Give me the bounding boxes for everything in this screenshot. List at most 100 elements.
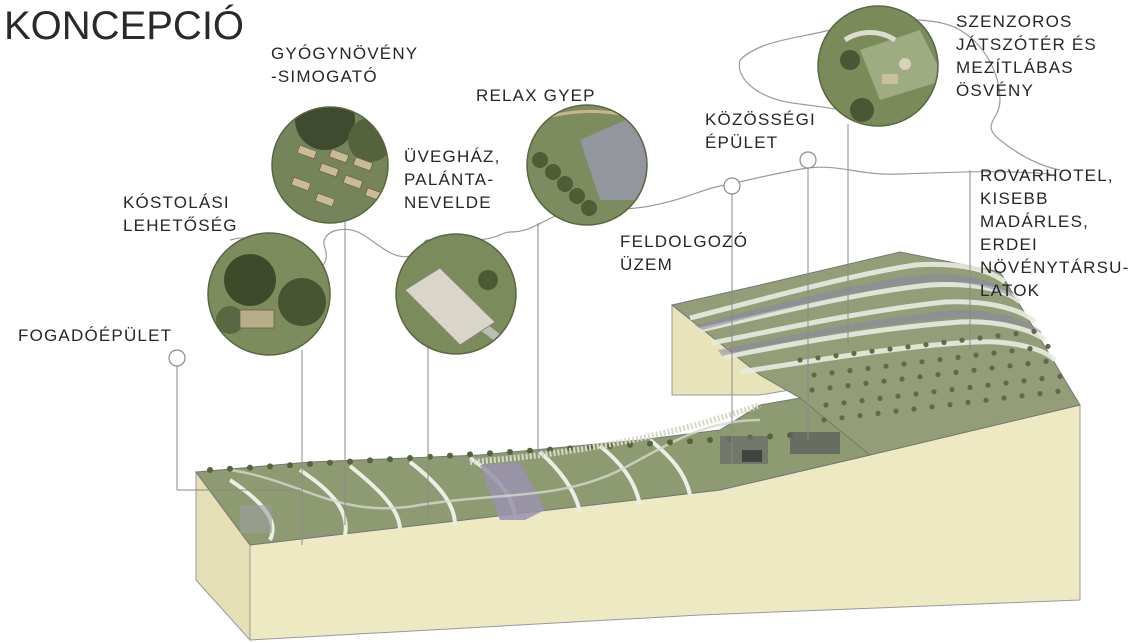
orchard-tree: [869, 349, 874, 354]
orchard-tree: [1003, 380, 1008, 385]
orchard-tree: [851, 351, 856, 356]
orchard-tree: [881, 379, 886, 384]
orchard-tree: [895, 394, 900, 399]
orchard-tree: [1001, 395, 1006, 400]
orchard-tree: [1019, 393, 1024, 398]
orchard-tree: [863, 381, 868, 386]
hedge-shrub: [407, 455, 413, 461]
orchard-tree: [859, 398, 864, 403]
orchard-tree: [1007, 363, 1012, 368]
hedge-shrub: [367, 457, 373, 463]
orchard-tree: [1037, 391, 1042, 396]
orchard-tree: [839, 415, 844, 420]
orchard-tree: [833, 353, 838, 358]
hedge-shrub: [687, 438, 693, 444]
orchard-tree: [935, 372, 940, 377]
orchard-tree: [821, 417, 826, 422]
orchard-tree: [827, 385, 832, 390]
orchard-tree: [797, 357, 802, 362]
label-rovarhotel: ROVARHOTEL, KISEBB MADÁRLES, ERDEI NÖVÉN…: [980, 164, 1129, 302]
orchard-tree: [823, 402, 828, 407]
orchard-tree: [1045, 344, 1050, 349]
orchard-tree: [1039, 376, 1044, 381]
hedge-shrub: [507, 449, 513, 455]
label-uveghaz: ÜVEGHÁZ, PALÁNTA- NEVELDE: [404, 145, 501, 214]
orchard-tree: [965, 400, 970, 405]
page-title: KONCEPCIÓ: [4, 4, 244, 49]
hedge-shrub: [447, 453, 453, 459]
orchard-tree: [977, 335, 982, 340]
orchard-tree: [1021, 378, 1026, 383]
orchard-tree: [1057, 374, 1062, 379]
hedge-shrub: [227, 466, 233, 472]
hedge-shrub: [207, 467, 213, 473]
terrain-block: [196, 252, 1080, 640]
hedge-shrub: [487, 450, 493, 456]
orchard-tree: [829, 370, 834, 375]
orchard-tree: [929, 404, 934, 409]
orchard-tree: [989, 365, 994, 370]
orchard-tree: [911, 406, 916, 411]
orchard-tree: [847, 368, 852, 373]
orchard-tree: [887, 346, 892, 351]
orchard-tree: [875, 411, 880, 416]
orchard-tree: [1031, 329, 1036, 334]
orchard-tree: [919, 359, 924, 364]
label-kostolasi: KÓSTOLÁSI LEHETŐSÉG: [123, 191, 238, 237]
hedge-shrub: [467, 451, 473, 457]
hedge-shrub: [527, 448, 533, 454]
orchard-tree: [967, 385, 972, 390]
orchard-tree: [845, 383, 850, 388]
orchard-tree: [959, 338, 964, 343]
label-szenzoros: SZENZOROS JÁTSZÓTÉR ÉS MEZÍTLÁBAS ÖSVÉNY: [956, 10, 1097, 102]
orchard-tree: [893, 409, 898, 414]
orchard-tree: [949, 387, 954, 392]
bubble-szenzoros: [815, 3, 945, 129]
orchard-tree: [931, 389, 936, 394]
orchard-tree: [1025, 361, 1030, 366]
orchard-tree: [865, 366, 870, 371]
orchard-tree: [1043, 359, 1048, 364]
hedge-shrub: [247, 465, 253, 471]
orchard-tree: [953, 370, 958, 375]
orchard-tree: [1027, 346, 1032, 351]
orchard-tree: [815, 355, 820, 360]
orchard-tree: [937, 357, 942, 362]
orchard-tree: [917, 374, 922, 379]
orchard-tree: [995, 333, 1000, 338]
orchard-tree: [809, 387, 814, 392]
orchard-tree: [841, 400, 846, 405]
orchard-tree: [857, 413, 862, 418]
hedge-shrub: [387, 456, 393, 462]
orchard-tree: [1009, 348, 1014, 353]
orchard-tree: [1055, 389, 1060, 394]
orchard-tree: [905, 344, 910, 349]
orchard-tree: [899, 376, 904, 381]
label-kozossegi-epulet: KÖZÖSSÉGI ÉPÜLET: [705, 108, 816, 154]
label-feldolgozo: FELDOLGOZÓ ÜZEM: [620, 230, 748, 276]
orchard-tree: [877, 396, 882, 401]
hedge-shrub: [307, 461, 313, 467]
orchard-tree: [923, 342, 928, 347]
hedge-shrub: [347, 459, 353, 465]
orchard-tree: [947, 402, 952, 407]
hedge-shrub: [287, 462, 293, 468]
orchard-tree: [901, 361, 906, 366]
hedge-shrub: [267, 463, 273, 469]
orchard-tree: [983, 398, 988, 403]
label-relax-gyep: RELAX GYEP: [476, 84, 596, 107]
orchard-tree: [1013, 331, 1018, 336]
hedge-shrub: [647, 441, 653, 447]
orchard-tree: [883, 364, 888, 369]
label-gyogynoveny: GYÓGYNÖVÉNY -SIMOGATÓ: [271, 42, 418, 88]
hedge-shrub: [327, 460, 333, 466]
orchard-tree: [955, 355, 960, 360]
orchard-tree: [973, 353, 978, 358]
orchard-tree: [991, 350, 996, 355]
orchard-tree: [941, 340, 946, 345]
orchard-tree: [913, 391, 918, 396]
label-fogadoepulet: FOGADÓÉPÜLET: [18, 324, 172, 347]
orchard-tree: [971, 368, 976, 373]
hedge-shrub: [667, 439, 673, 445]
